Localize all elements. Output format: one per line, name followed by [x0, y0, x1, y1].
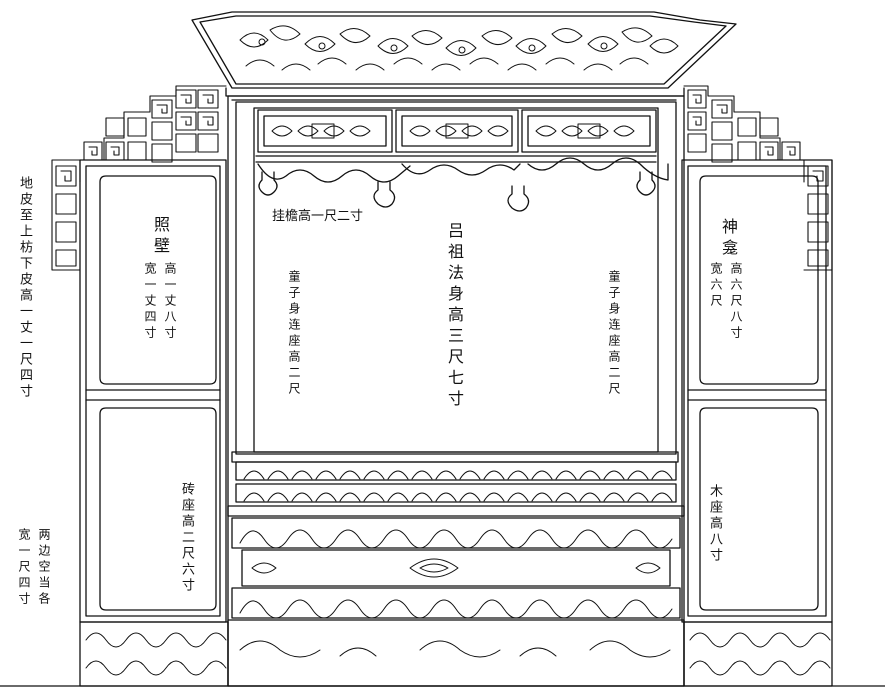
- eave-pendants: [258, 171, 656, 212]
- floor-to-beam-height-label: 地皮至上枋下皮高一丈一尺四寸: [17, 176, 32, 400]
- right-screen-wall: [681, 159, 833, 623]
- brick-base-height-label: 砖座高二尺六寸: [179, 482, 194, 594]
- shrine-bases: [227, 451, 685, 687]
- side-width-label: 宽一尺四寸: [17, 528, 31, 608]
- shrine-width-label: 宽六尺: [709, 262, 723, 310]
- screen-wall-height-label: 高一丈八寸: [163, 262, 177, 342]
- shrine-height-label: 高六尺八寸: [729, 262, 743, 342]
- boy-left-height-label: 童子身连座高二尺: [287, 270, 301, 398]
- roof-canopy: [191, 11, 737, 101]
- wood-base-height-label: 木座高八寸: [707, 484, 722, 564]
- side-pedestals: [79, 621, 833, 687]
- left-fret-crest: [51, 85, 227, 271]
- boy-right-height-label: 童子身连座高二尺: [607, 270, 621, 398]
- right-fret-crest: [683, 85, 833, 271]
- shrine-title: 神龛: [719, 218, 738, 260]
- screen-wall-width-label: 宽一丈四寸: [143, 262, 157, 342]
- screen-wall-title: 照壁: [151, 216, 170, 258]
- side-spaces-label: 两边空当各: [37, 528, 51, 608]
- hanging-eave-label: 挂檐高一尺二寸: [272, 209, 364, 224]
- statue-height-label: 吕祖法身高三尺七寸: [445, 222, 464, 411]
